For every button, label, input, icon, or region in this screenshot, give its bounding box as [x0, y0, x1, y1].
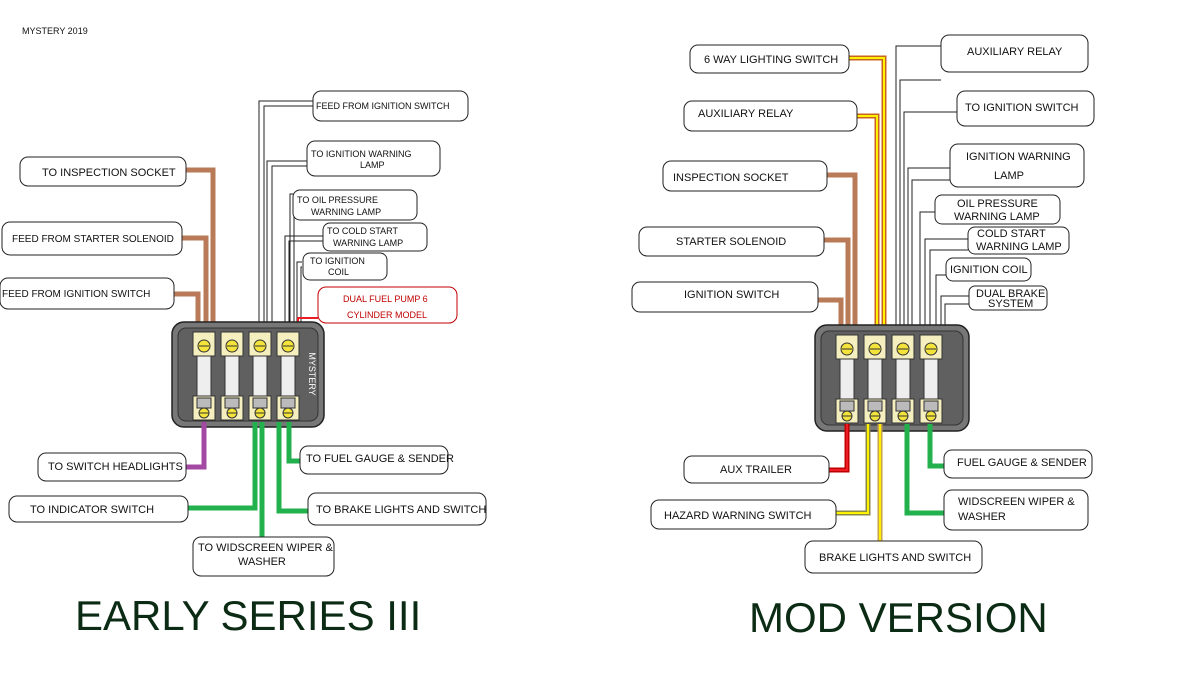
left-wire-purple: [184, 422, 207, 470]
label-brake-right: BRAKE LIGHTS AND SWITCH: [819, 552, 971, 564]
label-aux-relay-left: AUXILIARY RELAY: [698, 108, 794, 120]
label-ign-warn-right-1: IGNITION WARNING: [966, 151, 1071, 163]
label-to-ignition: TO IGNITION SWITCH: [965, 102, 1079, 114]
label-headlights: TO SWITCH HEADLIGHTS: [48, 461, 183, 473]
label-dual-right-1: DUAL BRAKE: [976, 288, 1045, 300]
label-feed-ign-left: FEED FROM IGNITION SWITCH: [2, 289, 150, 300]
label-coil-2: COIL: [328, 267, 349, 277]
label-feed-ignition-top: FEED FROM IGNITION SWITCH: [316, 101, 450, 111]
right-fusebox: [814, 324, 970, 432]
right-wires-bottom: [829, 424, 944, 541]
label-coil-1: TO IGNITION: [310, 256, 365, 266]
label-wiper-right-1: WIDSCREEN WIPER &: [958, 496, 1075, 508]
label-fuel: TO FUEL GAUGE & SENDER: [306, 453, 454, 465]
label-ignition-right: IGNITION SWITCH: [684, 289, 779, 301]
label-indicator: TO INDICATOR SWITCH: [30, 504, 154, 516]
label-ign-warn-1: TO IGNITION WARNING: [311, 149, 412, 159]
label-hazard: HAZARD WARNING SWITCH: [664, 510, 812, 522]
left-labels: FEED FROM IGNITION SWITCH TO IGNITION WA…: [0, 90, 487, 577]
label-ign-warn-right-2: LAMP: [994, 170, 1024, 182]
label-cold-right-2: WARNING LAMP: [976, 241, 1062, 253]
right-diagram: 6 WAY LIGHTING SWITCH AUXILIARY RELAY IN…: [631, 34, 1095, 641]
label-six-way: 6 WAY LIGHTING SWITCH: [704, 54, 838, 66]
label-wiper-2: WASHER: [238, 556, 286, 568]
fusebox-brand: MYSTERY: [307, 352, 317, 395]
label-wiper-1: TO WIDSCREEN WIPER &: [198, 542, 334, 554]
right-wires-brown: [818, 172, 858, 336]
label-aux-trailer: AUX TRAILER: [720, 464, 792, 476]
right-wires-yellow: [849, 55, 887, 336]
left-wires-green: [188, 422, 308, 540]
label-starter-right: STARTER SOLENOID: [676, 236, 786, 248]
label-cold-1: TO COLD START: [327, 226, 399, 236]
label-brake: TO BRAKE LIGHTS AND SWITCH: [316, 504, 486, 516]
label-oil-right-2: WARNING LAMP: [954, 211, 1040, 223]
left-diagram: MYSTERY FEED FROM IGNITION SWITCH TO IGN…: [0, 90, 487, 639]
label-wiper-right-2: WASHER: [958, 511, 1006, 523]
left-title: EARLY SERIES III: [75, 592, 421, 639]
label-oil-2: WARNING LAMP: [311, 207, 381, 217]
right-wires-black: [895, 45, 969, 336]
left-fusebox: MYSTERY: [171, 321, 325, 428]
right-title: MOD VERSION: [749, 594, 1048, 641]
label-inspection-right: INSPECTION SOCKET: [673, 172, 789, 184]
label-starter: FEED FROM STARTER SOLENOID: [12, 234, 174, 245]
label-cold-right-1: COLD START: [977, 228, 1046, 240]
label-inspection: TO INSPECTION SOCKET: [42, 167, 176, 179]
label-coil-right: IGNITION COIL: [950, 264, 1028, 276]
label-cold-2: WARNING LAMP: [333, 238, 403, 248]
label-oil-right-1: OIL PRESSURE: [957, 198, 1038, 210]
label-ign-warn-2: LAMP: [360, 160, 385, 170]
label-dual-right-2: SYSTEM: [988, 298, 1033, 310]
watermark-text: MYSTERY 2019: [22, 26, 88, 36]
label-oil-1: TO OIL PRESSURE: [297, 195, 378, 205]
right-labels: 6 WAY LIGHTING SWITCH AUXILIARY RELAY IN…: [631, 34, 1095, 574]
label-aux-relay-right: AUXILIARY RELAY: [967, 46, 1063, 58]
label-dual-1: DUAL FUEL PUMP 6: [343, 294, 428, 304]
label-fuel-right: FUEL GAUGE & SENDER: [957, 457, 1087, 469]
label-dual-2: CYLINDER MODEL: [347, 310, 427, 320]
left-wires-brown: [174, 167, 216, 330]
